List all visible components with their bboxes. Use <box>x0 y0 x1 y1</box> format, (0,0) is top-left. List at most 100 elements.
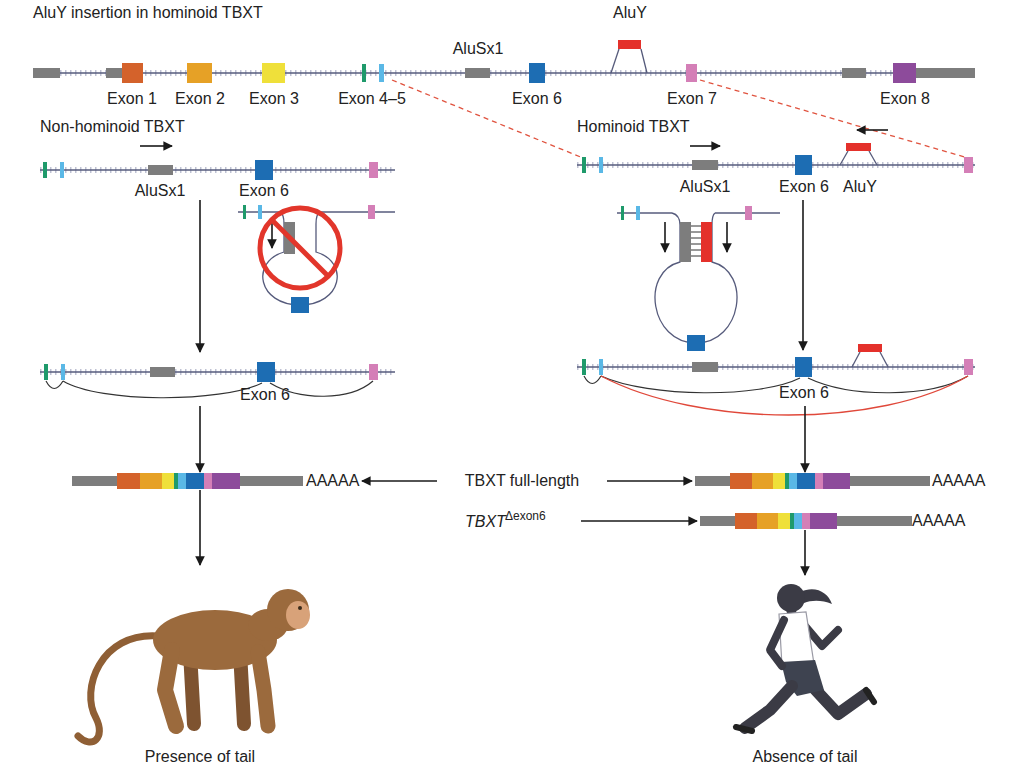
alu-element <box>692 160 718 170</box>
node-text: Exon 6 <box>779 384 829 402</box>
alu-element <box>465 68 490 78</box>
monkey-head <box>267 589 309 631</box>
aluy-element <box>858 344 882 352</box>
flow-arrow <box>607 480 692 482</box>
splice-arc <box>808 376 968 393</box>
prohibition-sign <box>260 208 340 288</box>
exon-box <box>964 157 973 173</box>
utr-block <box>837 516 912 526</box>
exon-box <box>255 160 273 180</box>
node-text: Exon 6 <box>240 386 290 404</box>
node-text: TBXT <box>465 513 506 531</box>
exon-box <box>686 64 697 82</box>
intron-line <box>577 162 975 168</box>
alu-element <box>150 367 175 377</box>
exon-segment <box>815 473 823 489</box>
exon-label: Exon 7 <box>667 90 717 108</box>
mrna-transcript: AAAAA <box>692 472 990 490</box>
exon-label: Exon 2 <box>175 90 225 108</box>
node-text: AAAAA <box>912 512 965 530</box>
zoom-line <box>392 80 583 158</box>
intron-line <box>40 167 395 173</box>
monkey-face <box>286 601 310 629</box>
mrna-transcript: AAAAA <box>72 472 362 490</box>
splice-arc <box>46 381 63 389</box>
base-pairing <box>691 226 701 256</box>
exon-box <box>795 155 812 175</box>
insertion-line <box>840 151 848 165</box>
orientation-arrow <box>857 129 888 131</box>
node-superscript: Δexon6 <box>505 507 546 525</box>
exon-box <box>687 335 705 351</box>
aluy-element <box>618 40 641 49</box>
exon-label: Exon 1 <box>107 90 157 108</box>
exon-segment <box>797 473 815 489</box>
exon-box <box>893 63 916 83</box>
exon-label: Exon 6 <box>239 182 289 200</box>
exon-box <box>60 162 64 178</box>
exon-segment <box>810 513 837 529</box>
utr-block <box>850 476 930 486</box>
orientation-arrow <box>140 145 172 147</box>
utr-block <box>33 68 60 78</box>
intron-line <box>577 364 975 370</box>
rna-hairpin <box>263 212 337 305</box>
exon-box <box>291 297 309 313</box>
exon-segment <box>794 513 802 529</box>
node-text: AAAAA <box>932 472 985 490</box>
intron-line <box>617 212 672 213</box>
flow-arrow <box>581 520 697 522</box>
flow-arrow <box>804 406 806 472</box>
phenotype-panel: Absence of tail <box>700 575 910 775</box>
flow-arrow <box>802 200 804 350</box>
node-text: Non-hominoid TBXT <box>40 118 185 136</box>
utr-block <box>72 476 117 486</box>
splice-arc <box>63 381 262 398</box>
utr-block <box>700 516 735 526</box>
monkey-tail <box>78 636 158 742</box>
monkey-eye <box>298 606 302 610</box>
exon-box <box>243 205 246 219</box>
insertion-line <box>641 49 647 73</box>
isoform-label: TBXTΔexon6 <box>463 509 581 533</box>
utr-block <box>916 68 975 78</box>
exon-box <box>122 63 143 83</box>
zoom-line <box>700 80 975 160</box>
node-text: Presence of tail <box>145 748 255 766</box>
monkey-leg <box>258 652 268 726</box>
exon-segment <box>802 513 810 529</box>
insertion-line <box>869 151 877 165</box>
insertion-line <box>880 352 888 367</box>
alu-label: AluSx1 <box>453 40 504 58</box>
exon-label: Exon 8 <box>880 90 930 108</box>
exon-box <box>262 63 285 83</box>
utr-block <box>240 476 303 486</box>
exon-segment <box>789 473 797 489</box>
exon-segment <box>757 513 778 529</box>
exon-box <box>599 359 603 375</box>
intron-line <box>40 371 395 372</box>
exon-box <box>368 205 375 219</box>
mrna-transcript: AAAAA <box>697 512 967 530</box>
exon-box <box>636 206 640 220</box>
exon-segment <box>204 473 212 489</box>
exon-box <box>582 359 586 375</box>
phenotype-panel: Presence of tail <box>60 565 350 775</box>
gene-panel: Hominoid TBXT <box>574 116 979 200</box>
flow-arrow <box>362 480 437 482</box>
aluy-element <box>846 143 871 151</box>
splice-arrow <box>726 222 728 252</box>
insertion-line <box>611 49 619 73</box>
isoform-label: TBXT full-length <box>437 470 607 492</box>
splice-arc <box>584 376 601 384</box>
exon-box <box>43 162 47 178</box>
exon-segment <box>790 513 794 529</box>
flow-arrow <box>199 406 201 472</box>
exon-box <box>369 364 378 380</box>
intron-line <box>40 169 395 170</box>
exon-box <box>187 63 212 83</box>
alu-element <box>680 222 691 262</box>
exon-segment <box>162 473 174 489</box>
